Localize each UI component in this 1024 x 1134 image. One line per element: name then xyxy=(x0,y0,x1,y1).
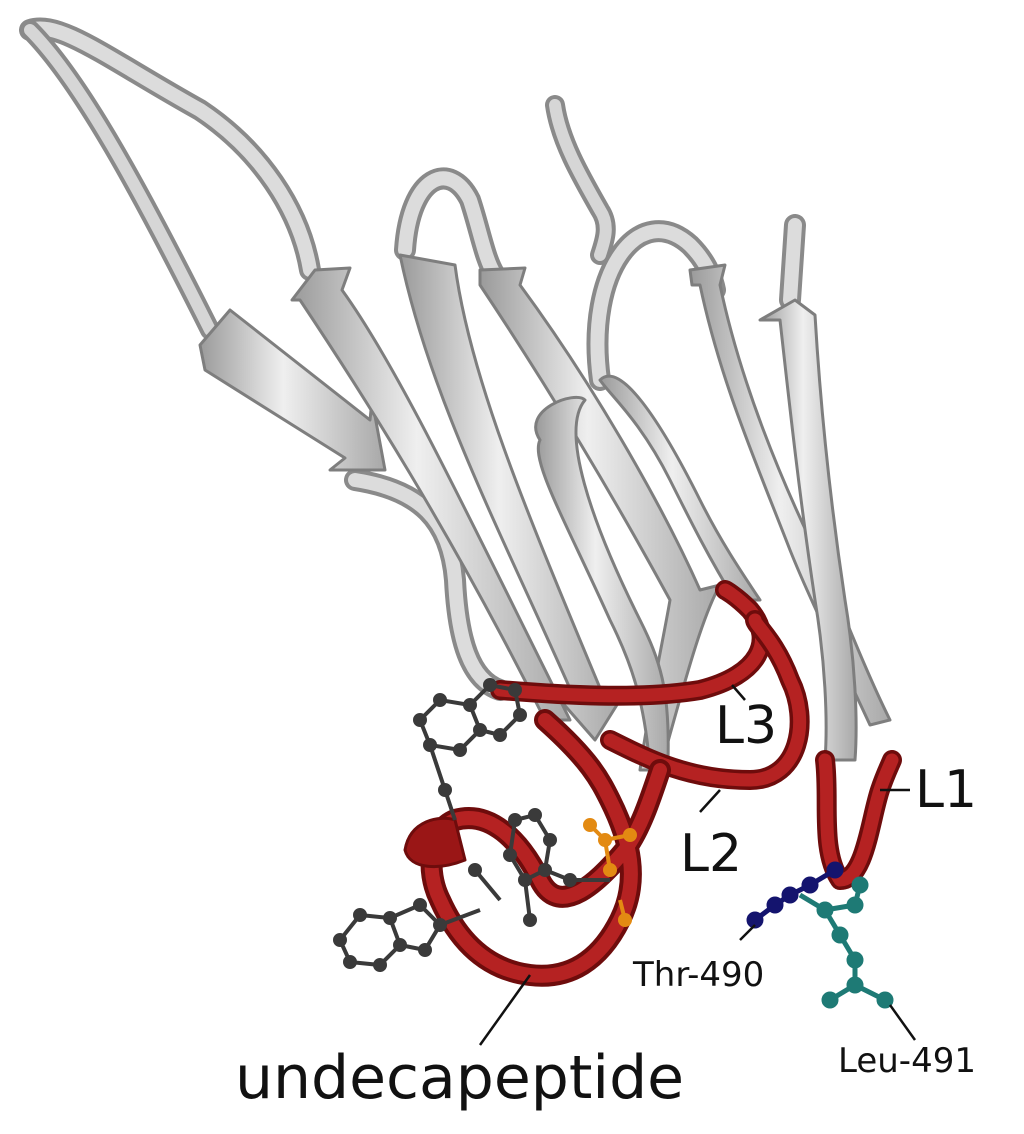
loop-twist-head xyxy=(403,816,467,869)
leader-l3 xyxy=(731,684,746,701)
leader-l2 xyxy=(699,789,721,813)
leader-peptide xyxy=(478,974,532,1046)
red-loops xyxy=(403,580,902,987)
label-l2: L2 xyxy=(680,824,743,884)
leader-thr xyxy=(739,924,756,941)
strand-3 xyxy=(398,253,622,742)
label-l1: L1 xyxy=(915,760,978,820)
side-chain-leu-491 xyxy=(798,876,894,1009)
side-chain-thr-490 xyxy=(746,861,844,929)
label-thr-490: Thr-490 xyxy=(633,955,765,995)
gray-coils xyxy=(19,17,806,701)
strand-8 xyxy=(758,298,858,762)
side-chain-dark-1 xyxy=(413,678,527,821)
side-chain-orange xyxy=(583,818,637,927)
label-undecapeptide: undecapeptide xyxy=(235,1043,685,1113)
label-l3: L3 xyxy=(715,696,778,756)
leader-lines xyxy=(478,684,917,1046)
leader-leu xyxy=(888,1004,917,1041)
side-chain-dark-3 xyxy=(468,808,610,927)
strand-6 xyxy=(598,374,762,602)
label-leu-491: Leu-491 xyxy=(838,1041,976,1081)
side-chain-dark-2 xyxy=(333,898,481,972)
strand-1 xyxy=(198,308,387,472)
